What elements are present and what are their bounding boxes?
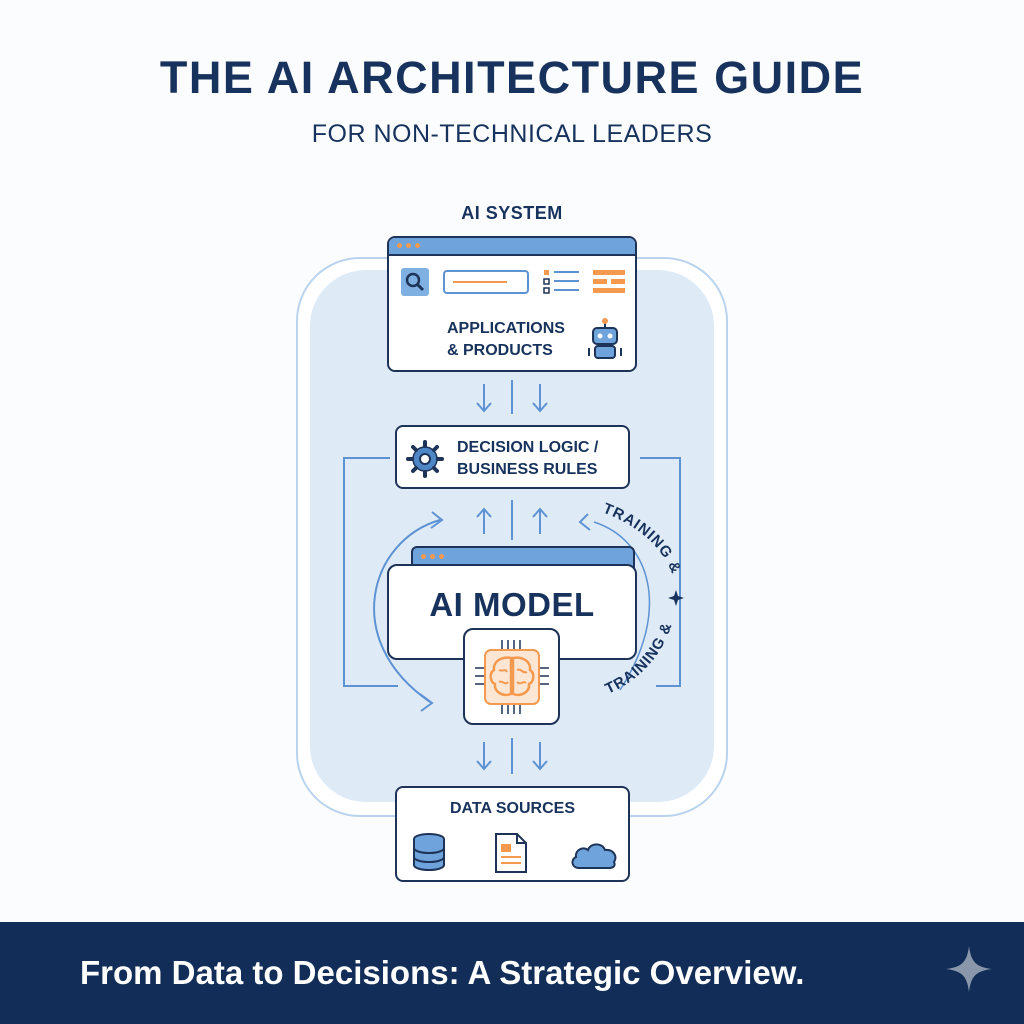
footer-banner: From Data to Decisions: A Strategic Over… [0,922,1024,1024]
brain-chip-icon [475,640,549,714]
page-subtitle: FOR NON-TECHNICAL LEADERS [311,120,713,148]
right-feedback-bracket [640,457,681,687]
decision-logic-box: DECISION LOGIC / BUSINESS RULES [395,425,630,489]
footer-tagline: From Data to Decisions: A Strategic Over… [80,954,805,991]
page-title: THE AI ARCHITECTURE GUIDE [159,52,865,103]
data-sources-label: DATA SOURCES [449,800,576,817]
robot-icon [588,318,622,359]
menu-icon [593,270,625,293]
list-icon [543,270,579,294]
right-training-loop [593,521,651,691]
ai-model-label: AI MODEL [429,586,595,623]
cloud-icon [571,843,617,869]
search-icon [401,268,429,296]
left-feedback-bracket [343,457,398,687]
database-icon [413,833,445,872]
decision-logic-label: DECISION LOGIC / BUSINESS RULES [457,439,599,478]
ai-system-label: AI SYSTEM [461,203,563,223]
sparkle-icon [946,946,992,992]
arrows-model-to-data [476,738,548,774]
search-bar [443,270,529,294]
chip-container [463,628,560,725]
small-star-icon [668,590,684,606]
data-sources-box: DATA SOURCES [395,786,630,882]
document-icon [495,833,527,873]
window-title-bar [389,238,635,256]
left-training-loop [373,519,441,703]
applications-label: APPLICATIONS & PRODUCTS [447,320,565,359]
applications-box: APPLICATIONS & PRODUCTS [387,236,637,372]
arrows-model-to-logic [476,500,548,540]
gear-icon [406,440,444,478]
arrows-app-to-logic [476,380,548,414]
